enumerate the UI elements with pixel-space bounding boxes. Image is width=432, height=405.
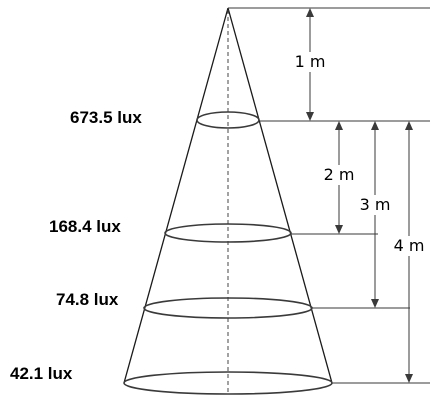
lux-label-2m: 168.4 lux <box>49 217 121 236</box>
lux-label-4m: 42.1 lux <box>10 364 73 383</box>
distance-label-3m: 3 m <box>360 195 391 214</box>
distance-label-2m: 2 m <box>324 165 355 184</box>
cone-right-edge <box>227 7 333 384</box>
lux-label-3m: 74.8 lux <box>56 290 119 309</box>
lux-label-1m: 673.5 lux <box>70 108 142 127</box>
ring-2m <box>164 223 292 243</box>
cone-left-edge <box>123 7 229 384</box>
distance-label-4m: 4 m <box>394 236 425 255</box>
ring-1m <box>196 111 260 129</box>
distance-label-1m: 1 m <box>295 52 326 71</box>
